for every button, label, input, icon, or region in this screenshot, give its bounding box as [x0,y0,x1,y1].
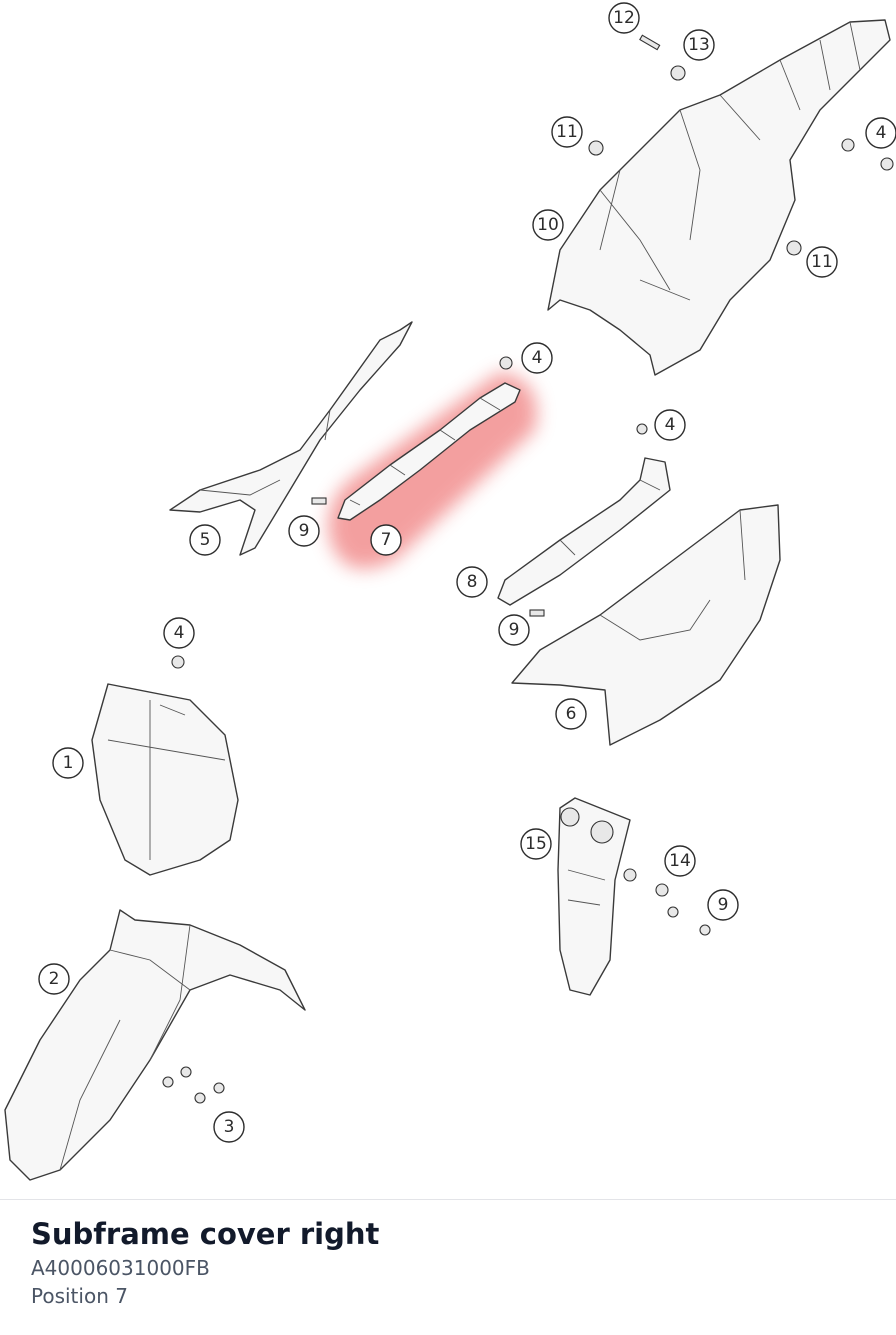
part-5-side-cover-left[interactable] [169,321,413,556]
svg-text:1: 1 [63,753,74,773]
svg-text:8: 8 [467,572,478,592]
part-title: Subframe cover right [31,1217,380,1251]
callout-7[interactable]: 7 [370,524,402,556]
callout-9b[interactable]: 9 [498,614,530,646]
callout-4c[interactable]: 4 [654,409,686,441]
svg-text:11: 11 [556,122,578,142]
callout-1[interactable]: 1 [52,747,84,779]
svg-text:13: 13 [688,35,710,55]
svg-text:5: 5 [200,530,211,550]
svg-text:9: 9 [299,521,310,541]
callout-4b[interactable]: 4 [521,342,553,374]
exploded-parts-diagram: 12 13 11 4 10 11 4 4 9 7 5 8 9 4 6 1 15 … [4,2,896,1181]
svg-text:3: 3 [224,1117,235,1137]
callout-11b[interactable]: 11 [806,246,838,278]
svg-text:11: 11 [811,252,833,272]
selected-part-info: Subframe cover right A40006031000FB Posi… [31,1214,871,1310]
svg-text:4: 4 [532,348,543,368]
divider [0,1199,896,1200]
part-7-subframe-cover-right[interactable] [337,382,521,521]
part-1-front-number-plate[interactable] [91,683,239,876]
callout-10[interactable]: 10 [532,209,564,241]
callout-9a[interactable]: 9 [288,515,320,547]
callout-14[interactable]: 14 [664,845,696,877]
callout-13[interactable]: 13 [683,29,715,61]
hardware-fasteners [162,34,894,1104]
part-10-rear-fender[interactable] [547,19,891,376]
svg-text:7: 7 [381,530,392,550]
callout-9c[interactable]: 9 [707,889,739,921]
svg-text:2: 2 [49,969,60,989]
svg-text:12: 12 [613,8,635,28]
callout-2[interactable]: 2 [38,963,70,995]
svg-text:4: 4 [876,123,887,143]
svg-text:4: 4 [665,415,676,435]
svg-text:4: 4 [174,623,185,643]
callout-11a[interactable]: 11 [551,116,583,148]
part-8-subframe-cover-left[interactable] [497,457,671,606]
part-position: Position 7 [31,1284,128,1308]
svg-text:15: 15 [525,834,547,854]
svg-text:9: 9 [718,895,729,915]
part-2-front-fender[interactable] [4,909,306,1181]
callout-5[interactable]: 5 [189,524,221,556]
svg-text:10: 10 [537,215,559,235]
callout-8[interactable]: 8 [456,566,488,598]
callout-6[interactable]: 6 [555,698,587,730]
callout-15[interactable]: 15 [520,828,552,860]
svg-text:14: 14 [669,851,691,871]
callout-4a[interactable]: 4 [865,117,896,149]
callout-4d[interactable]: 4 [163,617,195,649]
part-number: A40006031000FB [31,1256,210,1280]
part-15-rear-mudflap[interactable] [557,797,631,996]
part-6-side-cover-right[interactable] [511,504,781,746]
callout-3[interactable]: 3 [213,1111,245,1143]
callout-12[interactable]: 12 [608,2,640,34]
svg-text:6: 6 [566,704,577,724]
svg-text:9: 9 [509,620,520,640]
